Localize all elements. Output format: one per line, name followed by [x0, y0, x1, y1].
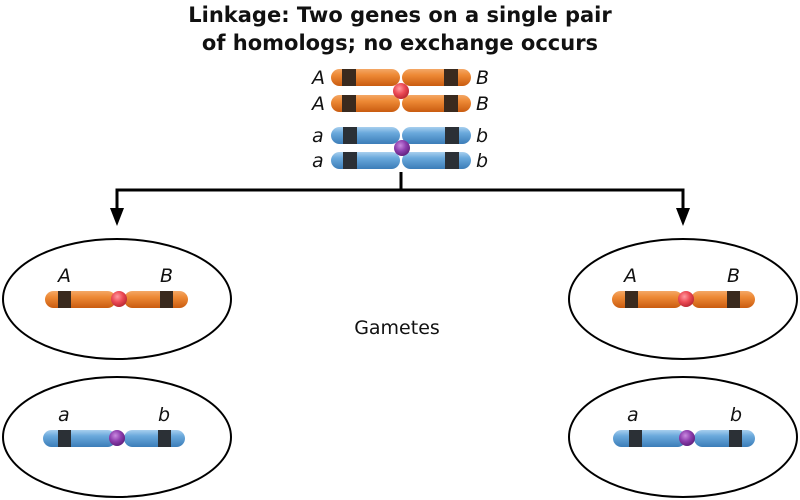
orange-strand-top [331, 69, 471, 86]
allele-label: A [56, 265, 71, 287]
allele-label: a [627, 404, 639, 426]
allele-label-b-2: b [476, 150, 488, 172]
branch-line [115, 188, 685, 214]
centromere-purple [109, 430, 125, 446]
allele-label-A-2: A [310, 93, 325, 115]
band-a [343, 127, 357, 144]
allele-label-A-1: A [310, 67, 325, 89]
allele-label-B-1: B [476, 67, 489, 89]
centromere-red [678, 291, 694, 307]
band-a [625, 291, 638, 308]
centromere-purple [394, 140, 410, 156]
band-b [158, 430, 171, 447]
allele-label: B [160, 265, 173, 287]
band-a [343, 152, 357, 169]
orange-strand-bottom [331, 95, 471, 112]
gamete-cell-top-left: A B [2, 238, 232, 360]
gametes-label: Gametes [354, 317, 440, 339]
allele-label-B-2: B [476, 93, 489, 115]
parent-blue-chromosome: a a b b [312, 125, 488, 172]
blue-strand-bottom [331, 152, 471, 169]
band-b [729, 430, 742, 447]
allele-label-b-1: b [476, 125, 488, 147]
allele-label-a-1: a [312, 125, 324, 147]
band-b [444, 69, 458, 86]
allele-label: b [158, 404, 170, 426]
gamete-cell-top-right: A B [568, 238, 798, 360]
centromere-red [111, 291, 127, 307]
arrowhead-right-icon [676, 208, 690, 226]
segregation-arrows [110, 172, 690, 226]
gamete-cell-bottom-left: a b [2, 376, 232, 498]
band-b [445, 152, 459, 169]
band-a [342, 95, 356, 112]
band-b [445, 127, 459, 144]
band-a [58, 291, 71, 308]
band-a [342, 69, 356, 86]
band-a [58, 430, 71, 447]
centromere-red [393, 83, 409, 99]
blue-strand-top [331, 127, 471, 144]
band-b [444, 95, 458, 112]
allele-label: a [58, 404, 70, 426]
parent-orange-chromosome: A A B B [310, 67, 489, 115]
allele-label-a-2: a [312, 150, 324, 172]
band-b [727, 291, 740, 308]
band-b [160, 291, 173, 308]
gamete-cell-bottom-right: a b [568, 376, 798, 498]
centromere-purple [679, 430, 695, 446]
allele-label: A [622, 265, 637, 287]
band-a [629, 430, 642, 447]
allele-label: b [730, 404, 742, 426]
allele-label: B [727, 265, 740, 287]
title-line-1: Linkage: Two genes on a single pair [188, 3, 612, 27]
arrowhead-left-icon [110, 208, 124, 226]
title-line-2: of homologs; no exchange occurs [202, 31, 598, 55]
